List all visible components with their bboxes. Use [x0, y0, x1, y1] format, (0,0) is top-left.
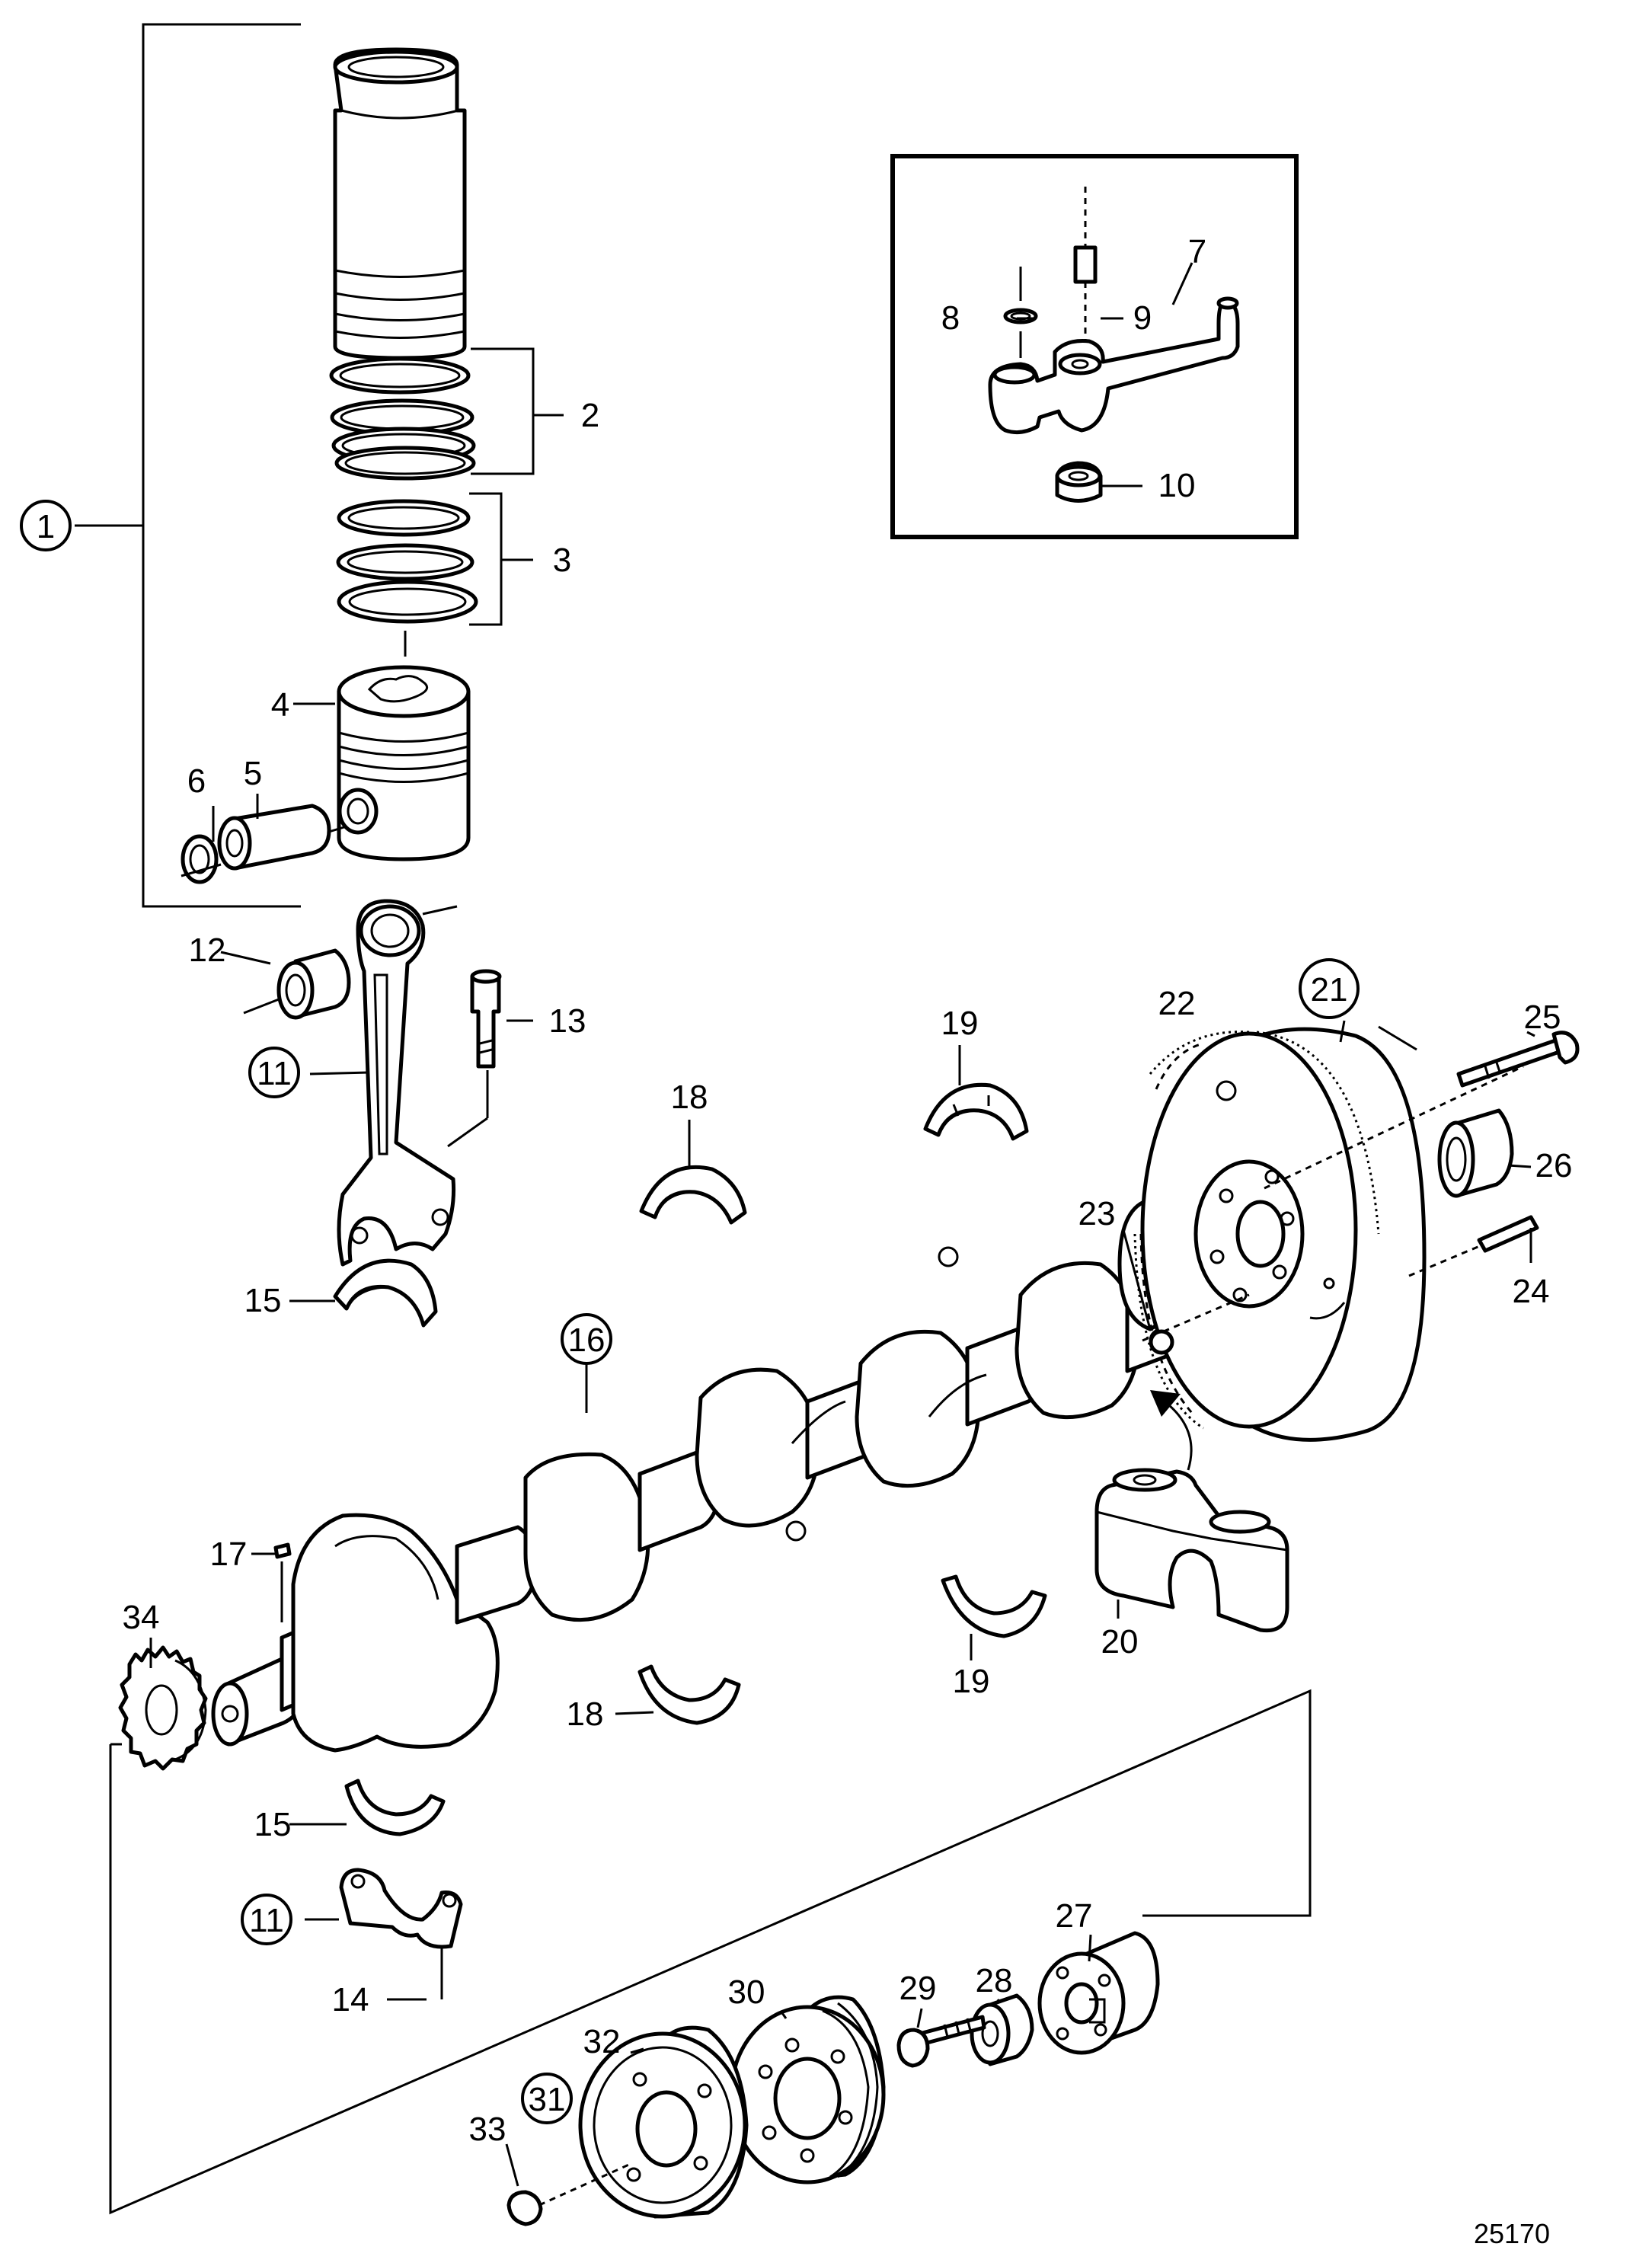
- thrust-bearing-upper: [923, 1082, 1029, 1141]
- assembly-bracket-1: [75, 23, 301, 908]
- cylinder-liner: [333, 47, 467, 360]
- callout-32: 32: [583, 2023, 621, 2060]
- callout-1: 1: [20, 500, 72, 551]
- callout-16: 16: [561, 1313, 612, 1365]
- callout-26: 26: [1535, 1147, 1573, 1184]
- inset-piston-cooling-nozzle: [890, 154, 1299, 539]
- crankshaft: [211, 1197, 1301, 1753]
- callout-14: 14: [332, 1981, 369, 2018]
- callout-5: 5: [244, 755, 262, 792]
- leader-lines: [149, 702, 1535, 2054]
- callout-labels: 1 2 3 4 5 6 7 8 9 10 11 11 12 13 14 15 1…: [20, 233, 1573, 2148]
- callout-33: 33: [469, 2111, 506, 2148]
- crankshaft-gear: [118, 1645, 208, 1771]
- callout-2: 2: [581, 397, 599, 434]
- hub-bolt: [896, 2015, 986, 2068]
- callout-19-upper: 19: [941, 1005, 979, 1042]
- flywheel-pin: [1408, 1215, 1539, 1277]
- assembly-bracket-front: [109, 1689, 1312, 2215]
- pilot-bearing: [1437, 1108, 1514, 1198]
- piston-rings-lower: [336, 492, 533, 657]
- callout-29: 29: [899, 1970, 937, 2007]
- callout-30: 30: [728, 1974, 765, 2011]
- callout-4: 4: [271, 686, 289, 724]
- callout-19-lower: 19: [953, 1663, 990, 1700]
- figure-reference-number: 25170: [1474, 2218, 1550, 2249]
- callout-17: 17: [210, 1536, 248, 1573]
- piston-rings-top: [329, 347, 564, 481]
- callout-6: 6: [187, 762, 206, 800]
- flywheel-bolt: [1456, 1031, 1580, 1088]
- small-end-bush: [243, 948, 351, 1020]
- callout-18-lower: 18: [567, 1696, 604, 1733]
- flywheel-dowel: [1122, 1229, 1174, 1355]
- flywheel: [1139, 1027, 1524, 1442]
- callout-34: 34: [123, 1599, 160, 1636]
- circlip: [181, 834, 222, 884]
- main-bearing-cap: [1094, 1468, 1289, 1633]
- crankshaft-key: [273, 1542, 292, 1622]
- vibration-damper: [578, 2025, 749, 2219]
- rotation-arrow: [1150, 1390, 1193, 1471]
- crankshaft-hub: [1037, 1931, 1160, 2055]
- callout-18-upper: 18: [671, 1079, 708, 1116]
- callout-15-upper: 15: [244, 1282, 282, 1319]
- con-rod-bolt: [447, 969, 502, 1148]
- callout-20: 20: [1101, 1623, 1139, 1660]
- callout-9: 9: [1133, 299, 1152, 337]
- callout-8: 8: [941, 299, 960, 337]
- callout-28: 28: [976, 1962, 1013, 1999]
- main-bearing-lower: [637, 1664, 741, 1725]
- crankshaft-pulley: [729, 1995, 886, 2185]
- callout-21: 21: [1299, 958, 1360, 1019]
- callout-23: 23: [1078, 1195, 1116, 1232]
- callout-31: 31: [521, 2073, 573, 2124]
- con-rod-bearing-upper: [333, 1258, 438, 1328]
- svg-text:11: 11: [257, 1055, 292, 1092]
- callout-3: 3: [553, 542, 571, 579]
- svg-text:16: 16: [568, 1322, 606, 1359]
- callout-24: 24: [1513, 1273, 1550, 1310]
- connecting-rod: [337, 899, 458, 1267]
- damper-bolt: [505, 2143, 633, 2226]
- callout-11-lower: 11: [241, 1894, 292, 1945]
- thrust-bearing-lower: [941, 1574, 1047, 1638]
- svg-text:31: 31: [529, 2081, 566, 2118]
- svg-text:1: 1: [37, 508, 55, 545]
- callout-15-lower: 15: [254, 1806, 292, 1843]
- svg-text:21: 21: [1311, 971, 1348, 1008]
- main-bearing-upper: [639, 1165, 747, 1225]
- con-rod-cap: [339, 1868, 463, 1999]
- piston-pin: [217, 804, 347, 871]
- callout-7: 7: [1188, 233, 1206, 270]
- callout-12: 12: [189, 932, 226, 969]
- svg-text:11: 11: [249, 1902, 284, 1939]
- callout-10: 10: [1158, 467, 1196, 504]
- callout-11-upper: 11: [248, 1047, 300, 1098]
- piston: [337, 665, 471, 861]
- callout-25: 25: [1524, 999, 1561, 1036]
- ring-gear: [1133, 1031, 1380, 1430]
- callout-22: 22: [1158, 985, 1196, 1022]
- callout-13: 13: [549, 1002, 586, 1040]
- con-rod-bearing-lower: [344, 1779, 446, 1836]
- callout-27: 27: [1056, 1897, 1093, 1935]
